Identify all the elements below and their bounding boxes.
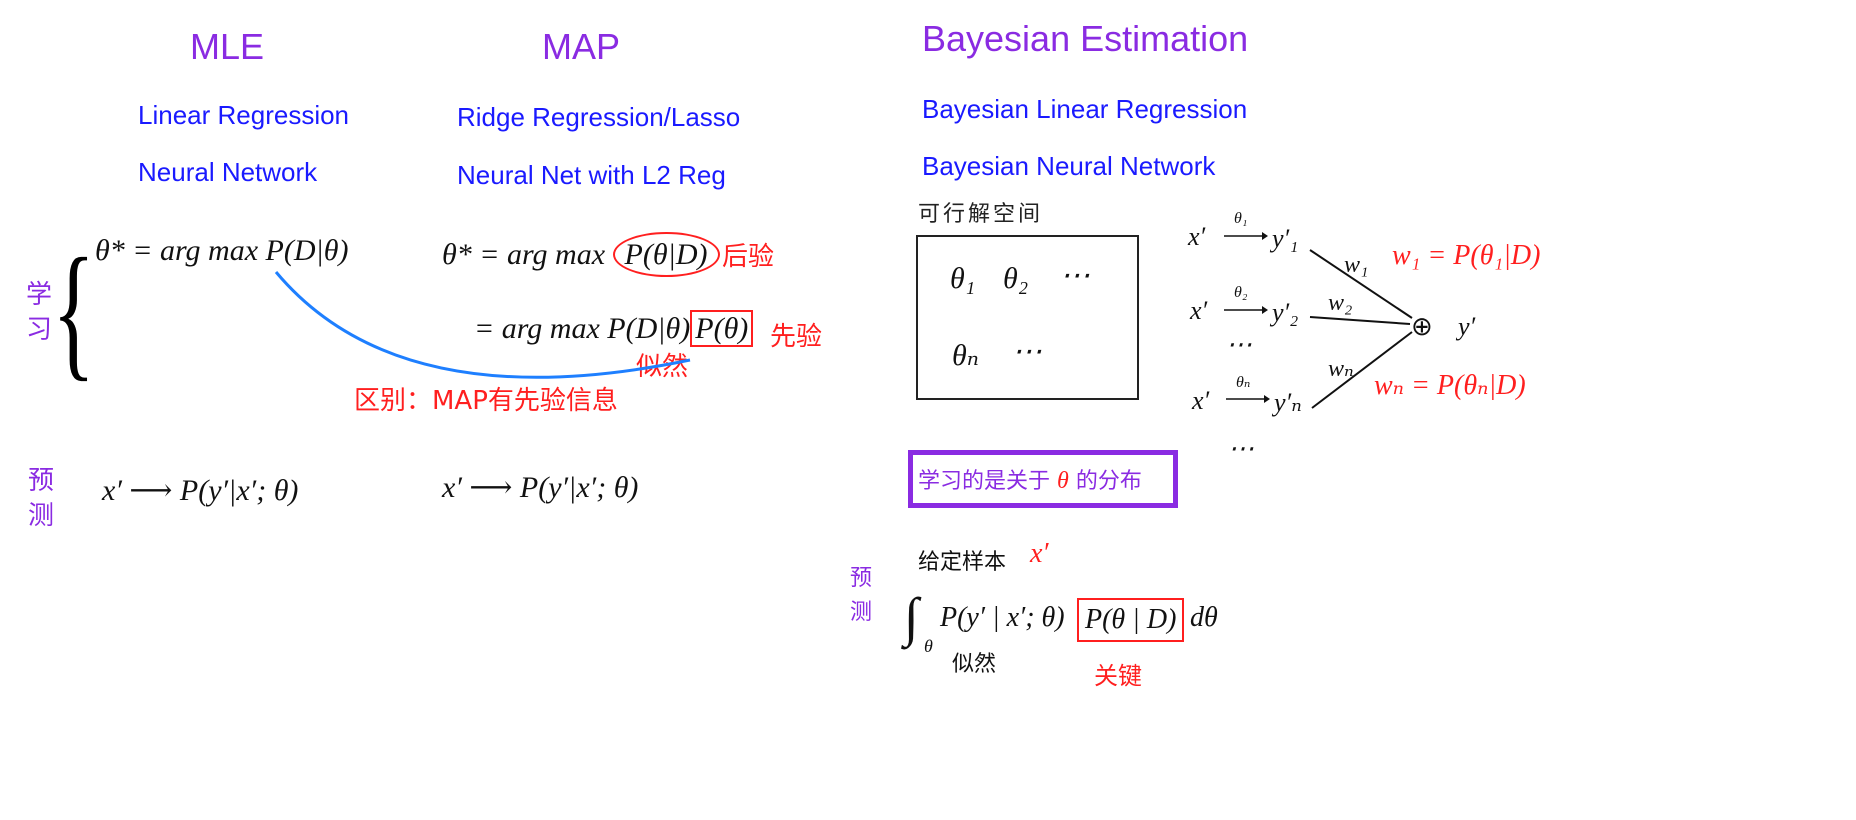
ens-x-1: x′ <box>1188 222 1206 251</box>
posterior-term: P(θ|D) <box>612 232 720 277</box>
ens-dots-bottom: ⋯ <box>1228 434 1254 463</box>
ens-w-1: w₁ <box>1344 252 1369 278</box>
space-dots-2: ⋯ <box>1012 335 1042 368</box>
integrand-likelihood: P(y′ | x′; θ) <box>940 602 1065 633</box>
given-sample-label: 给定样本 <box>918 550 1007 575</box>
ens-output: y′ <box>1458 312 1476 341</box>
mle-model-2: Neural Network <box>138 157 318 187</box>
distribution-theta: θ <box>1057 468 1069 494</box>
feasible-space-label: 可行解空间 <box>918 202 1044 227</box>
posterior-label: 后验 <box>722 242 775 272</box>
learn-char-1: 学 <box>26 280 53 310</box>
edge-2 <box>1309 316 1411 325</box>
map-learning-formula-1: θ* = arg max P(θ|D) <box>442 232 720 277</box>
space-theta-n: θₙ <box>952 339 979 372</box>
map-learning-formula-2: = arg max P(D|θ)P(θ) <box>474 310 754 347</box>
ens-w-2: w₂ <box>1328 290 1353 316</box>
map-prediction-formula: x′ ⟶ P(y′|x′; θ) <box>442 471 639 504</box>
space-dots-1: ⋯ <box>1060 259 1090 292</box>
ens-theta-n: θₙ <box>1236 374 1251 391</box>
ens-y-2: y′₂ <box>1272 298 1299 327</box>
prior-term: P(θ) <box>690 310 754 347</box>
integral-subscript: θ <box>924 636 933 656</box>
distribution-text-pre: 学习的是关于 <box>918 469 1051 494</box>
integral-sign: ∫ <box>904 587 919 647</box>
distribution-text-post: 的分布 <box>1075 469 1142 494</box>
distribution-text: 学习的是关于 θ 的分布 <box>918 463 1142 495</box>
bayes-model-1: Bayesian Linear Regression <box>922 94 1248 124</box>
distribution-highlight-box <box>908 450 1178 508</box>
oplus-symbol: ⊕ <box>1411 312 1433 342</box>
edge-1 <box>1309 249 1413 319</box>
bayes-model-2: Bayesian Neural Network <box>922 151 1216 181</box>
mle-learning-formula: θ* = arg max P(D|θ) <box>95 234 349 267</box>
ens-x-n: x′ <box>1192 386 1210 415</box>
heading-map: MAP <box>542 26 621 67</box>
ens-theta-2: θ₂ <box>1234 284 1248 301</box>
heading-mle: MLE <box>190 26 265 67</box>
map-model-2: Neural Net with L2 Reg <box>457 160 726 190</box>
w1-equation: w₁ = P(θ₁|D) <box>1392 240 1541 271</box>
wn-equation: wₙ = P(θₙ|D) <box>1374 370 1526 401</box>
learn-char-2: 习 <box>26 315 53 345</box>
space-theta-1: θ₁ <box>950 262 976 295</box>
map-model-1: Ridge Regression/Lasso <box>457 102 741 132</box>
feasible-space-box <box>916 235 1139 400</box>
edge-n <box>1311 331 1413 409</box>
ens-theta-1: θ₁ <box>1234 210 1248 227</box>
ens-y-n: y′ₙ <box>1274 388 1302 417</box>
ens-w-n: wₙ <box>1328 356 1354 382</box>
mle-model-1: Linear Regression <box>138 100 350 130</box>
comparison-curve <box>274 271 691 379</box>
pred-char-1: 预 <box>28 466 55 496</box>
ens-y-1: y′₁ <box>1272 224 1299 253</box>
mle-prediction-formula: x′ ⟶ P(y′|x′; θ) <box>102 474 299 507</box>
left-brace: { <box>52 228 96 394</box>
ens-dots-mid: ⋯ <box>1226 330 1252 359</box>
given-sample-x: x′ <box>1030 538 1049 569</box>
map-likelihood-expr: = arg max P(D|θ) <box>474 312 691 345</box>
heading-bayesian: Bayesian Estimation <box>922 18 1249 59</box>
integrand-dtheta: dθ <box>1190 602 1218 633</box>
difference-note: 区别：MAP有先验信息 <box>354 386 618 416</box>
ens-x-2: x′ <box>1190 296 1208 325</box>
key-label: 关键 <box>1094 662 1142 690</box>
pred-char-2: 测 <box>28 501 55 531</box>
bayes-pred-char-1: 预 <box>850 566 873 591</box>
bayes-likelihood-label: 似然 <box>952 652 997 677</box>
integrand-posterior: P(θ | D) <box>1077 598 1185 642</box>
space-theta-2: θ₂ <box>1003 262 1029 295</box>
prior-label: 先验 <box>770 322 823 352</box>
map-argmax-lhs: θ* = arg max <box>442 238 606 271</box>
bayes-pred-char-2: 测 <box>850 600 873 625</box>
